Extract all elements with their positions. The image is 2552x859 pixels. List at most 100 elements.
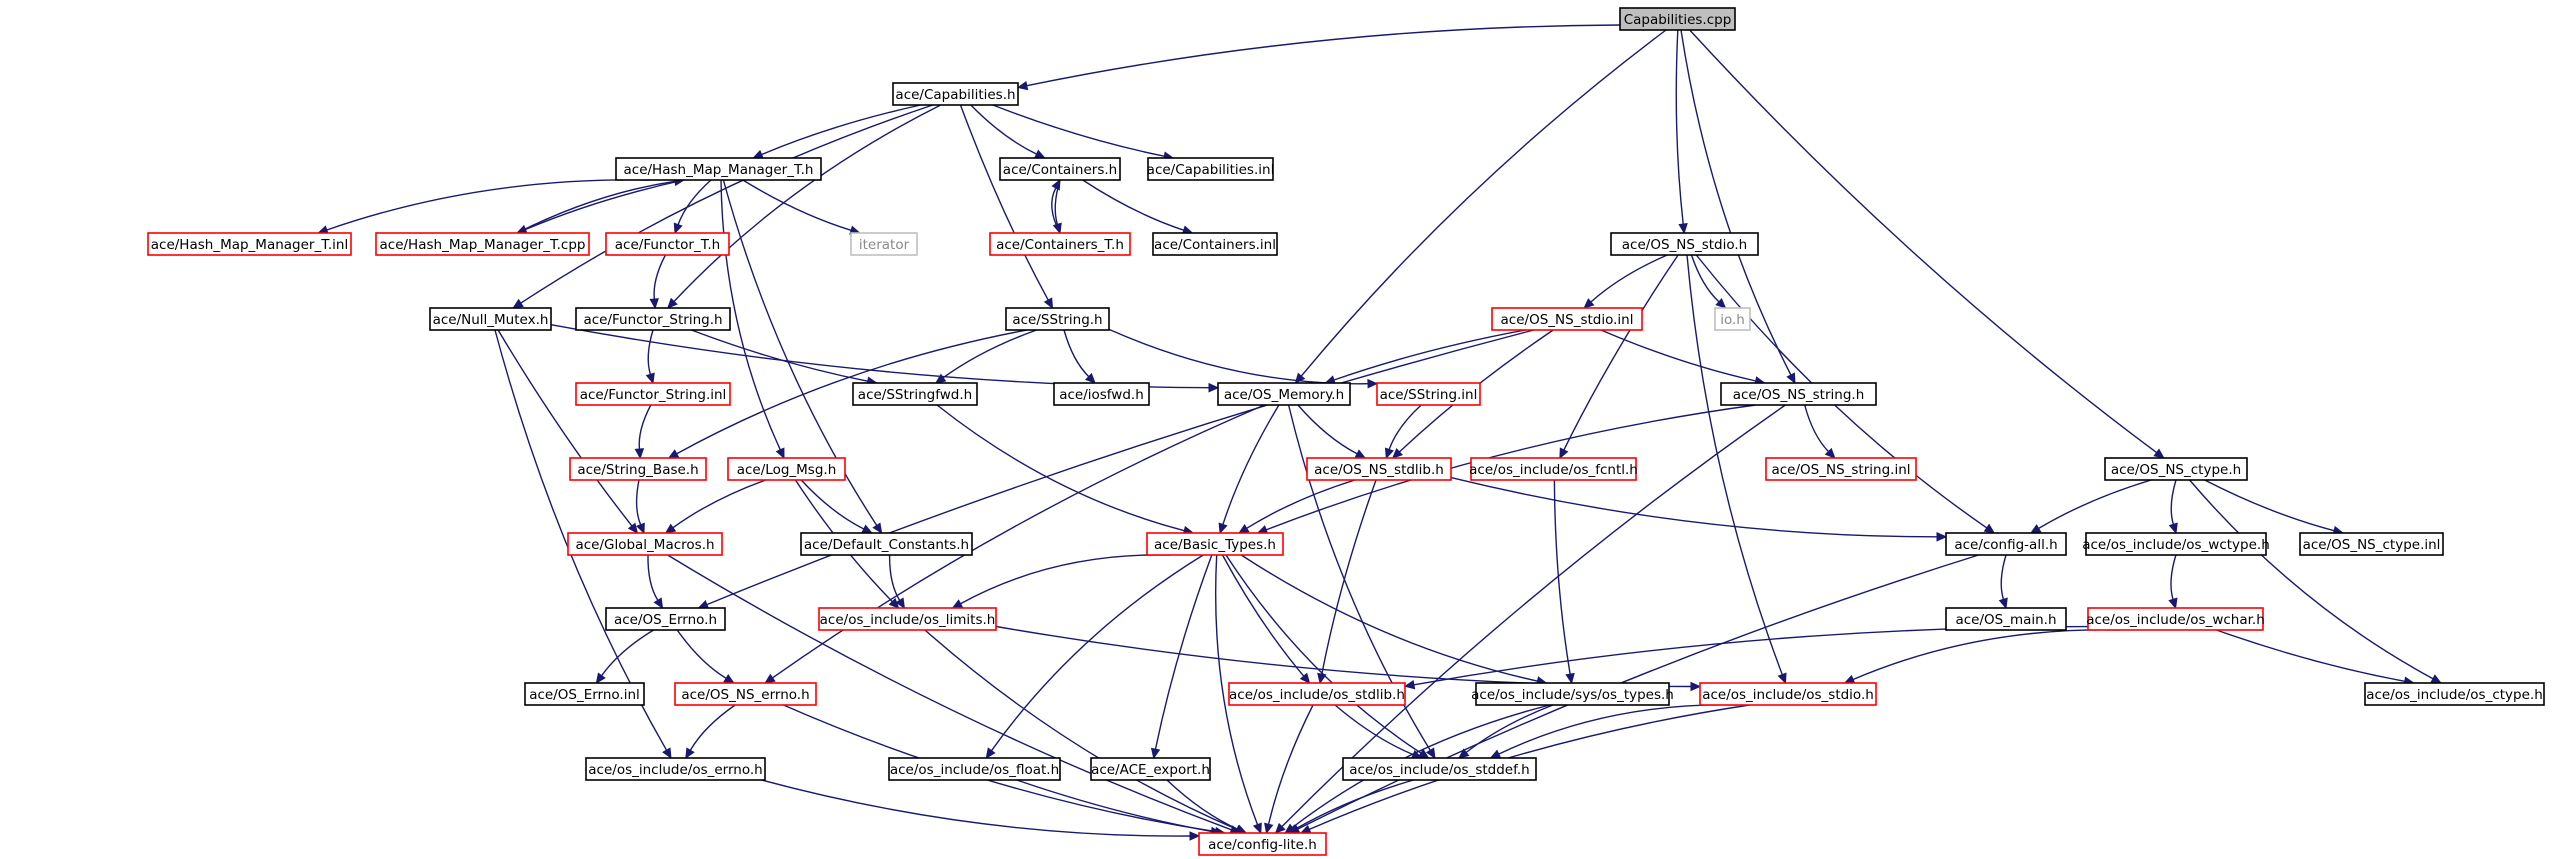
node-strbase[interactable]: ace/String_Base.h [569, 457, 707, 481]
node-cap_cpp[interactable]: Capabilities.cpp [1619, 7, 1736, 31]
node-oswctype[interactable]: ace/os_include/os_wctype.h [2082, 532, 2270, 556]
node-fstr_h[interactable]: ace/Functor_String.h [575, 307, 731, 331]
edge-line [647, 554, 659, 601]
node-cont_inl[interactable]: ace/Containers.inl [1152, 232, 1278, 256]
edge-line [638, 404, 652, 450]
node-oslimits[interactable]: ace/os_include/os_limits.h [818, 607, 997, 631]
node-box [1475, 682, 1670, 706]
edge-arrowhead [653, 597, 664, 610]
edge-stdio_h-to-io_h [1690, 254, 1727, 309]
node-nserrno[interactable]: ace/OS_NS_errno.h [674, 682, 817, 706]
node-iosfwd[interactable]: ace/iosfwd.h [1053, 382, 1150, 406]
node-box [1470, 457, 1637, 481]
node-box [1228, 682, 1406, 706]
node-fstr_inl[interactable]: ace/Functor_String.inl [575, 382, 731, 406]
node-box [375, 232, 590, 256]
node-cont_t[interactable]: ace/Containers_T.h [989, 232, 1131, 256]
node-sstrfwd[interactable]: ace/SStringfwd.h [852, 382, 978, 406]
node-box [524, 682, 645, 706]
edge-arrowhead [1777, 672, 1787, 685]
edge-oslimits-to-cfglite [924, 629, 1247, 834]
edge-arrowhead [1678, 223, 1688, 235]
node-box [567, 532, 723, 556]
node-systypes[interactable]: ace/os_include/sys/os_types.h [1471, 682, 1674, 706]
node-box [818, 607, 997, 631]
node-ctype_h[interactable]: ace/OS_NS_ctype.h [2104, 457, 2248, 481]
edge-sstr_h-to-sstrfwd [934, 329, 1037, 384]
edge-cap_h-to-fstr_h [666, 104, 942, 309]
node-stdlib_h[interactable]: ace/OS_NS_stdlib.h [1306, 457, 1452, 481]
node-stdio_h[interactable]: ace/OS_NS_stdio.h [1610, 232, 1759, 256]
edge-oswchar-to-osstdio [1843, 629, 2119, 684]
edge-line [667, 554, 1232, 831]
node-box [2364, 682, 2545, 706]
edge-stdio_h-to-stdio_inl [1583, 254, 1668, 309]
node-box [147, 232, 352, 256]
node-hmm_cpp[interactable]: ace/Hash_Map_Manager_T.cpp [375, 232, 590, 256]
node-sstr_inl[interactable]: ace/SString.inl [1376, 382, 1481, 406]
node-osstdlib[interactable]: ace/os_include/os_stdlib.h [1228, 682, 1406, 706]
edge-btypes-to-osfloat [985, 554, 1204, 760]
node-box [1217, 382, 1351, 406]
node-label: ace/os_include/os_stddef.h [1349, 762, 1529, 778]
edge-line [635, 479, 642, 525]
node-hmm_inl[interactable]: ace/Hash_Map_Manager_T.inl [147, 232, 352, 256]
node-label: ace/Hash_Map_Manager_T.cpp [380, 237, 586, 253]
node-cont_h[interactable]: ace/Containers.h [999, 157, 1121, 181]
node-label: ace/ACE_export.h [1091, 762, 1210, 778]
node-hmm_h[interactable]: ace/Hash_Map_Manager_T.h [615, 157, 822, 181]
node-string_inl[interactable]: ace/OS_NS_string.inl [1765, 457, 1917, 481]
node-sstr_h[interactable]: ace/SString.h [1005, 307, 1110, 331]
edge-line [1333, 329, 1526, 381]
node-logmsg[interactable]: ace/Log_Msg.h [727, 457, 846, 481]
edge-line [2170, 554, 2177, 600]
node-cfgall[interactable]: ace/config-all.h [1945, 532, 2067, 556]
edge-line [1246, 479, 1356, 529]
node-osstdio[interactable]: ace/os_include/os_stdio.h [1699, 682, 1877, 706]
edge-arrowhead [1016, 80, 1029, 91]
edge-arrowhead [1150, 747, 1161, 760]
node-cfglite[interactable]: ace/config-lite.h [1198, 832, 1327, 856]
node-cap_h[interactable]: ace/Capabilities.h [892, 82, 1019, 106]
node-box [1610, 232, 1759, 256]
node-oserrno[interactable]: ace/OS_Errno.h [605, 607, 726, 631]
node-osfloat[interactable]: ace/os_include/os_float.h [888, 757, 1061, 781]
node-ctype_inl[interactable]: ace/OS_NS_ctype.inl [2299, 532, 2444, 556]
node-label: ace/os_include/os_ctype.h [2366, 687, 2543, 703]
node-osmem[interactable]: ace/OS_Memory.h [1217, 382, 1351, 406]
edge-line [1680, 29, 1792, 376]
edge-line [800, 479, 865, 530]
edge-line [2216, 629, 2405, 682]
edge-osmem-to-nserrno [764, 404, 1265, 684]
node-fcntl[interactable]: ace/os_include/os_fcntl.h [1469, 457, 1638, 481]
node-label: ace/os_include/os_stdlib.h [1229, 687, 1405, 703]
node-aceexp[interactable]: ace/ACE_export.h [1090, 757, 1211, 781]
node-osmain[interactable]: ace/OS_main.h [1945, 607, 2067, 631]
edge-systypes-to-osstddef [1458, 704, 1554, 759]
node-string_h[interactable]: ace/OS_NS_string.h [1720, 382, 1877, 406]
edge-cap_cpp-to-stdio_h [1675, 29, 1688, 235]
node-oserrno2[interactable]: ace/os_include/os_errno.h [585, 757, 766, 781]
edge-line [2170, 479, 2177, 525]
node-stdio_inl[interactable]: ace/OS_NS_stdio.inl [1491, 307, 1643, 331]
node-osctype[interactable]: ace/os_include/os_ctype.h [2364, 682, 2545, 706]
edge-line [1686, 254, 1783, 675]
edge-line [1590, 254, 1668, 303]
node-label: ace/OS_NS_stdio.inl [1501, 312, 1634, 328]
node-label: ace/os_include/os_fcntl.h [1469, 462, 1638, 478]
node-cap_inl[interactable]: ace/Capabilities.inl [1147, 157, 1275, 181]
node-gmac[interactable]: ace/Global_Macros.h [567, 532, 723, 556]
node-oswchar[interactable]: ace/os_include/os_wchar.h [2086, 607, 2265, 631]
edge-line [677, 179, 712, 225]
edge-line [676, 629, 727, 679]
node-defc[interactable]: ace/Default_Constants.h [800, 532, 973, 556]
node-osstddef[interactable]: ace/os_include/os_stddef.h [1342, 757, 1537, 781]
node-nullmx[interactable]: ace/Null_Mutex.h [429, 307, 552, 331]
edge-line [960, 554, 1170, 605]
edge-aceexp-to-cfglite [1166, 779, 1248, 834]
edge-line [772, 404, 1265, 679]
node-btypes[interactable]: ace/Basic_Types.h [1146, 532, 1284, 556]
node-oserrno_inl[interactable]: ace/OS_Errno.inl [524, 682, 645, 706]
node-fnc_h[interactable]: ace/Functor_T.h [605, 232, 730, 256]
edge-line [1553, 479, 1571, 675]
